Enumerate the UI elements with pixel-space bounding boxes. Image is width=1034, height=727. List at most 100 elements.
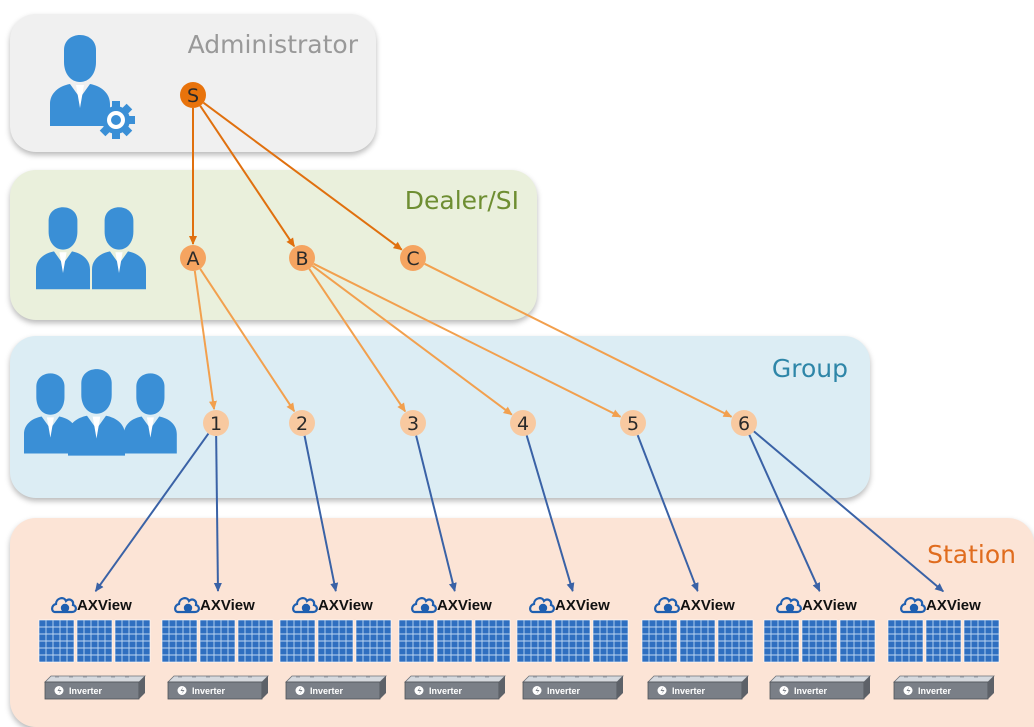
node-label: A <box>187 248 200 270</box>
cloud-logo-icon <box>411 597 437 614</box>
user-icon <box>36 207 90 290</box>
solar-panel-icon <box>963 619 1000 663</box>
node-c: C <box>400 245 426 271</box>
cloud-logo-icon <box>174 597 200 614</box>
inverter-label: Inverter <box>794 686 828 696</box>
node-g5: 5 <box>620 410 646 436</box>
solar-panel-icon <box>887 619 924 663</box>
gear-icon <box>97 101 135 139</box>
dealer-edge <box>199 268 296 413</box>
node-label: 2 <box>296 413 308 435</box>
node-label: C <box>406 248 419 270</box>
dealer-edge <box>308 268 407 413</box>
brand-label: AXView <box>802 597 857 614</box>
brand-label: AXView <box>926 597 981 614</box>
station-tier-label: Station <box>927 540 1016 569</box>
node-g3: 3 <box>400 410 426 436</box>
dealer-edge <box>193 270 217 411</box>
inverter-label: Inverter <box>547 686 581 696</box>
brand-label: AXView <box>200 597 255 614</box>
node-g4: 4 <box>510 410 536 436</box>
node-g1: 1 <box>203 410 229 436</box>
inverter-icon <box>404 675 506 700</box>
group-edge <box>753 430 945 593</box>
solar-panel-icon <box>801 619 838 663</box>
inverter-icon <box>167 675 269 700</box>
solar-panel-icon <box>114 619 151 663</box>
node-g2: 2 <box>289 410 315 436</box>
node-s: S <box>180 82 206 108</box>
solar-panel-icon <box>317 619 354 663</box>
cloud-logo-icon <box>900 597 926 614</box>
node-b: B <box>289 245 315 271</box>
node-g6: 6 <box>731 410 757 436</box>
node-label: B <box>295 248 308 270</box>
solar-panel-icon <box>237 619 274 663</box>
solar-panel-icon <box>199 619 236 663</box>
group-edge <box>303 435 339 593</box>
solar-panel-icon <box>925 619 962 663</box>
dealer-edge <box>313 262 622 418</box>
inverter-label: Inverter <box>69 686 103 696</box>
solar-panel-icon <box>76 619 113 663</box>
admin-edge <box>199 105 296 248</box>
inverter-icon <box>44 675 146 700</box>
group-edge <box>94 432 210 592</box>
node-label: 4 <box>517 413 529 435</box>
group-edge <box>415 435 457 593</box>
admin-user-gear-icon <box>50 35 135 139</box>
cloud-logo-icon <box>51 597 77 614</box>
solar-panel-icon <box>839 619 876 663</box>
solar-panel-icon <box>516 619 553 663</box>
solar-panel-icon <box>641 619 678 663</box>
dealer-edge <box>311 264 513 416</box>
solar-panel-icon <box>679 619 716 663</box>
brand-label: AXView <box>77 597 132 614</box>
group-edge <box>525 435 575 592</box>
inverter-icon <box>769 675 871 700</box>
solar-panel-icon <box>436 619 473 663</box>
group-tier-label: Group <box>771 354 848 383</box>
group-edge <box>213 435 222 592</box>
brand-label: AXView <box>437 597 492 614</box>
dealer-tier-label: Dealer/SI <box>404 186 519 215</box>
cloud-logo-icon <box>776 597 802 614</box>
dealer-edge <box>424 262 733 418</box>
three-users-icon <box>24 369 177 456</box>
inverter-label: Inverter <box>310 686 344 696</box>
admin-edge <box>202 101 403 251</box>
inverter-icon <box>285 675 387 700</box>
dealer-tier: Dealer/SI <box>10 170 537 320</box>
brand-label: AXView <box>680 597 735 614</box>
solar-panel-icon <box>717 619 754 663</box>
node-a: A <box>180 245 206 271</box>
node-label: 3 <box>407 413 419 435</box>
solar-panel-icon <box>279 619 316 663</box>
inverter-icon <box>647 675 749 700</box>
solar-panel-icon <box>554 619 591 663</box>
node-label: 5 <box>627 413 639 435</box>
solar-panel-icon <box>38 619 75 663</box>
user-icon <box>24 373 77 454</box>
solar-panel-icon <box>398 619 435 663</box>
group-edge <box>636 434 699 592</box>
brand-label: AXView <box>318 597 373 614</box>
node-label: 1 <box>210 413 222 435</box>
solar-panel-icon <box>474 619 511 663</box>
group-edge <box>748 434 821 592</box>
administrator-tier-label: Administrator <box>187 30 358 59</box>
node-label: 6 <box>738 413 750 435</box>
solar-panel-icon <box>592 619 629 663</box>
user-icon <box>124 373 177 454</box>
inverter-label: Inverter <box>672 686 706 696</box>
